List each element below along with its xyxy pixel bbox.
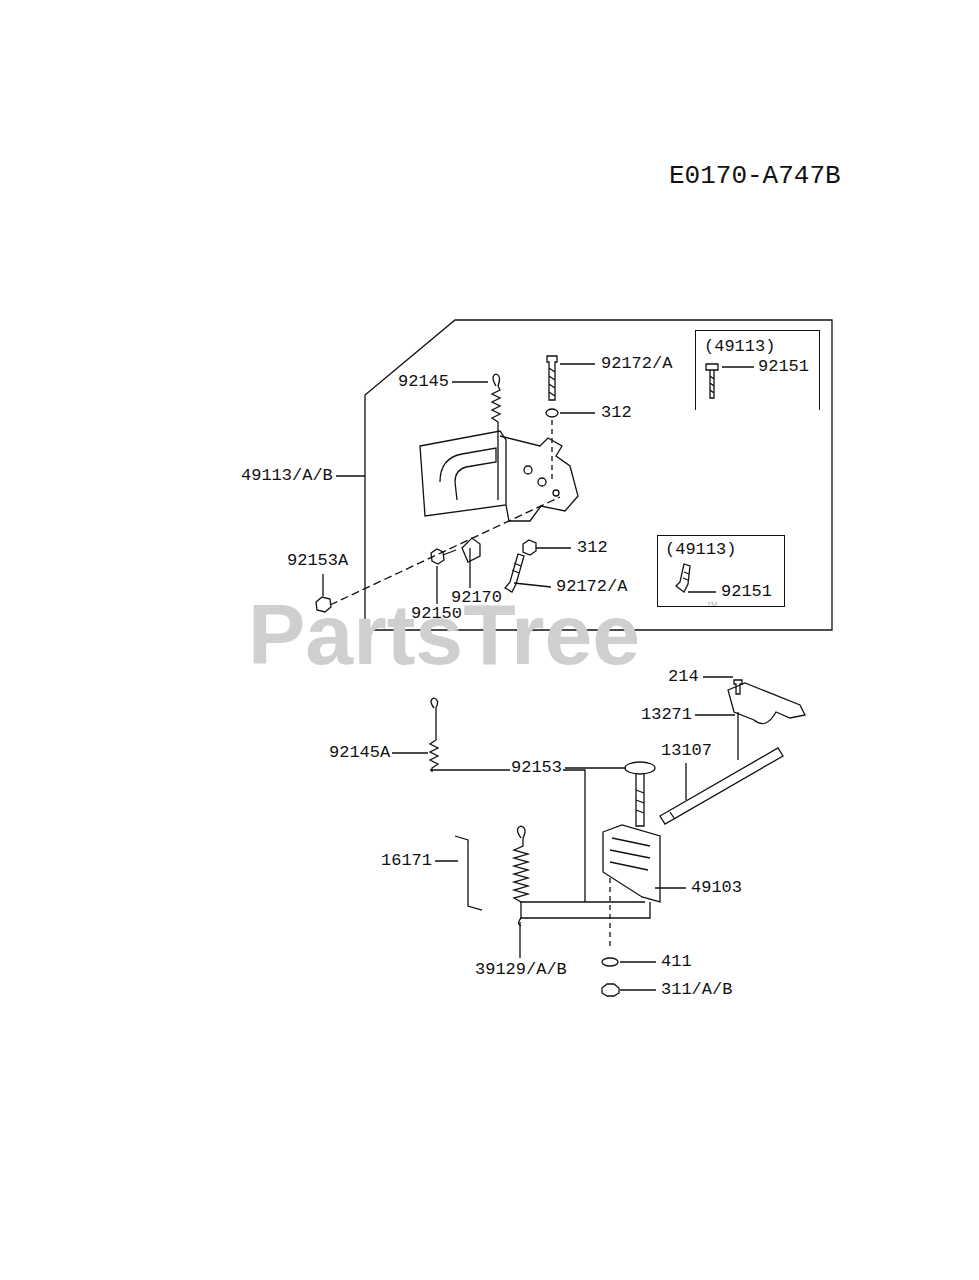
leader-line [392,677,735,990]
axis-line [609,878,610,950]
callout-number: 92145 [397,372,450,392]
group-outline [365,320,832,630]
screw [676,564,690,592]
hole [524,466,532,474]
plate [728,683,805,724]
washer [602,958,618,966]
washer [546,409,558,417]
screw [547,356,557,400]
callout-number: 92153 [510,758,563,778]
hole [553,490,559,496]
callout-number: 214 [667,667,700,687]
governor-bracket [500,436,578,521]
callout-number: 311/A/B [660,980,733,1000]
governor-plate [420,431,506,516]
callout-number: 39129/A/B [474,960,568,980]
callout-number: 13107 [660,741,713,761]
lever-rod [520,902,650,918]
nut [602,984,619,996]
leader-line [323,364,754,604]
rod [430,770,585,902]
callout-number: 92151 [721,582,772,602]
callout-number: 411 [660,952,693,972]
bolt [636,774,644,826]
nut [431,549,456,564]
hole [538,478,546,486]
link [462,538,480,562]
screw [706,364,718,398]
rod [455,836,482,910]
trademark-mark: ™ [706,599,718,613]
callout-number: 92151 [758,357,809,377]
callout-number: 92145A [328,743,391,763]
spring [492,374,500,500]
screw [505,554,524,592]
callout-number: 49103 [690,878,743,898]
variant-note: (49113) [704,337,775,357]
callout-number: 92153A [286,551,349,571]
bolt-head [625,762,655,774]
callout-number: 312 [576,538,609,558]
lever [603,825,660,902]
spring [430,698,438,772]
variant-inset-box: (49113) 92151 [657,535,785,607]
plate-stem [737,712,738,760]
callout-number: 49113/A/B [240,466,334,486]
variant-inset-box: (49113)92151 [695,330,820,410]
callout-number: 13271 [640,705,693,725]
plate-slot [440,448,496,500]
watermark: PartsTree [248,583,640,686]
axis-line [551,420,552,480]
callout-number: 92172/A [600,354,673,374]
spring [514,826,528,926]
diagram-code: E0170-A747B [668,161,842,192]
nut [523,540,536,555]
callout-number: 312 [600,403,633,423]
variant-note: (49113) [665,540,736,560]
callout-number: 16171 [380,851,433,871]
